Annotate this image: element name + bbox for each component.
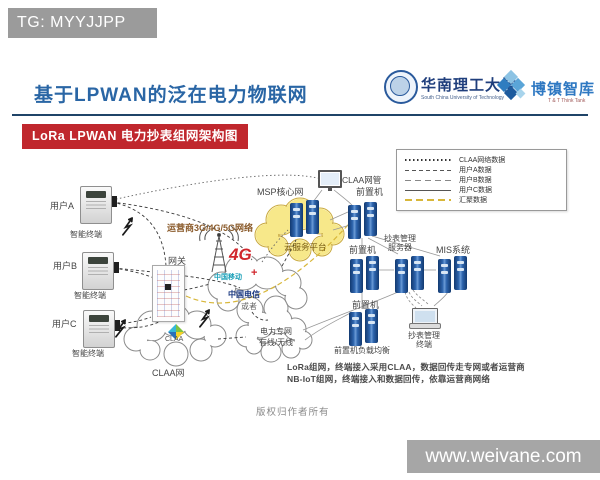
- scut-subtitle: South China University of Technology: [421, 95, 505, 101]
- meter-server-label: 抄表管理 服务器: [381, 234, 419, 252]
- claa-nms-label: CLAA网管: [342, 175, 382, 185]
- legend-row: 用户B数据: [405, 175, 558, 185]
- power-cloud: [236, 308, 312, 362]
- aggregate-data-line: [185, 215, 357, 304]
- legend-label: 用户B数据: [459, 177, 492, 184]
- legend-row: 用户A数据: [405, 165, 558, 175]
- note-line-1: LoRa组网，终端接入采用CLAA，数据回传走专网或者运营商: [287, 362, 525, 372]
- terminal-label: 抄表管理 终端: [404, 331, 444, 349]
- server-icon: [350, 256, 380, 294]
- msp-core-label: MSP核心网: [257, 187, 304, 197]
- legend-line-sample: [405, 189, 451, 191]
- copyright-label: 版权归作者所有: [256, 407, 330, 418]
- claa-cloud-label: CLAA网: [152, 368, 185, 378]
- page-title: 基于LPWAN的泛在电力物联网: [34, 85, 308, 106]
- legend-line-sample: [405, 159, 451, 161]
- lora-module-icon: [112, 196, 117, 207]
- meter-server-label-line2: 服务器: [388, 243, 412, 252]
- header-divider: [12, 114, 588, 116]
- user-a-label: 用户A: [50, 201, 75, 211]
- tower-4g-label: 4G: [229, 245, 252, 264]
- cell-tower-icon: [199, 225, 239, 273]
- bottom-watermark: www.weivane.com: [407, 440, 600, 473]
- claa-nms-monitor-icon: [318, 170, 342, 191]
- legend-label: CLAA网络数据: [459, 157, 506, 164]
- terminal-label-line1: 抄表管理: [408, 331, 440, 340]
- lora-module-icon: [115, 320, 120, 331]
- lora-module-icon: [114, 262, 119, 273]
- load-balance-label: 前置机负载均衡: [334, 346, 390, 355]
- legend-row: 用户C数据: [405, 185, 558, 195]
- device-label: 智能终端: [74, 291, 106, 300]
- legend-line-sample: [405, 199, 451, 201]
- smart-meter-icon: [82, 252, 119, 290]
- legend-row: CLAA网络数据: [405, 155, 558, 165]
- scut-name: 华南理工大学: [421, 78, 518, 94]
- meter-server-label-line1: 抄表管理: [384, 234, 416, 243]
- frontend-top-label: 前置机: [356, 187, 384, 197]
- server-icon: [438, 256, 468, 294]
- device-label: 智能终端: [70, 230, 102, 239]
- claa-logo-label: CLAA: [165, 336, 184, 343]
- legend-line-sample: [405, 169, 451, 171]
- claa-logo-icon: [168, 324, 184, 340]
- legend-label: 用户C数据: [459, 187, 493, 194]
- mis-label: MIS系统: [436, 245, 471, 255]
- architecture-legend: CLAA网络数据 用户A数据 用户B数据 用户C数据 汇聚数据: [396, 149, 567, 211]
- cloud-server-icon: [290, 200, 320, 238]
- smart-meter-icon: [80, 186, 117, 224]
- gateway-label: 网关: [168, 256, 187, 266]
- frontend-mid-label: 前置机: [349, 245, 377, 255]
- terminal-lines: [404, 289, 429, 309]
- user-c-label: 用户C: [52, 319, 77, 329]
- power-cloud-label-line2: 有线/无线: [258, 338, 294, 347]
- user-b-label: 用户B: [53, 261, 78, 271]
- smart-meter-icon: [83, 310, 120, 348]
- server-icon: [349, 309, 379, 347]
- carrier-mobile-label: 中国移动: [214, 274, 242, 281]
- or-label: 或者: [241, 302, 257, 311]
- terminal-label-line2: 终端: [416, 340, 432, 349]
- section-banner: LoRa LPWAN 电力抄表组网架构图: [22, 124, 248, 149]
- carrier-telecom-label: 中国电信: [228, 290, 260, 299]
- top-watermark: TG: MYYJJPP: [8, 8, 157, 38]
- device-label: 智能终端: [72, 349, 104, 358]
- thinktank-name: 博镇智库: [531, 81, 596, 98]
- thinktank-logo-icon: [496, 69, 527, 102]
- scut-logo-icon: [384, 70, 418, 104]
- legend-line-sample: [405, 179, 451, 181]
- server-icon: [348, 202, 378, 240]
- carrier-plus-sign: +: [251, 267, 258, 279]
- frontend-low-label: 前置机: [352, 300, 380, 310]
- diagram-canvas: [97, 174, 449, 367]
- server-icon: [395, 256, 425, 294]
- operator-network-label: 运营商3G/4G/5G网络: [167, 223, 254, 233]
- cloud-platform-label: 云服务平台: [284, 242, 327, 252]
- legend-label: 汇聚数据: [459, 197, 487, 204]
- note-line-2: NB-IoT组网，终端接入和数据回传，依靠运营商网络: [287, 374, 491, 384]
- lightning-icons: [97, 217, 210, 338]
- legend-row: 汇聚数据: [405, 195, 558, 205]
- legend-label: 用户A数据: [459, 167, 492, 174]
- power-cloud-label-line1: 电力专网: [260, 327, 292, 336]
- terminal-laptop-icon: [409, 308, 441, 329]
- claa-data-lines: [111, 174, 331, 263]
- gateway-device-icon: [152, 265, 185, 322]
- thinktank-subtitle: T & T Think Tank: [548, 98, 586, 104]
